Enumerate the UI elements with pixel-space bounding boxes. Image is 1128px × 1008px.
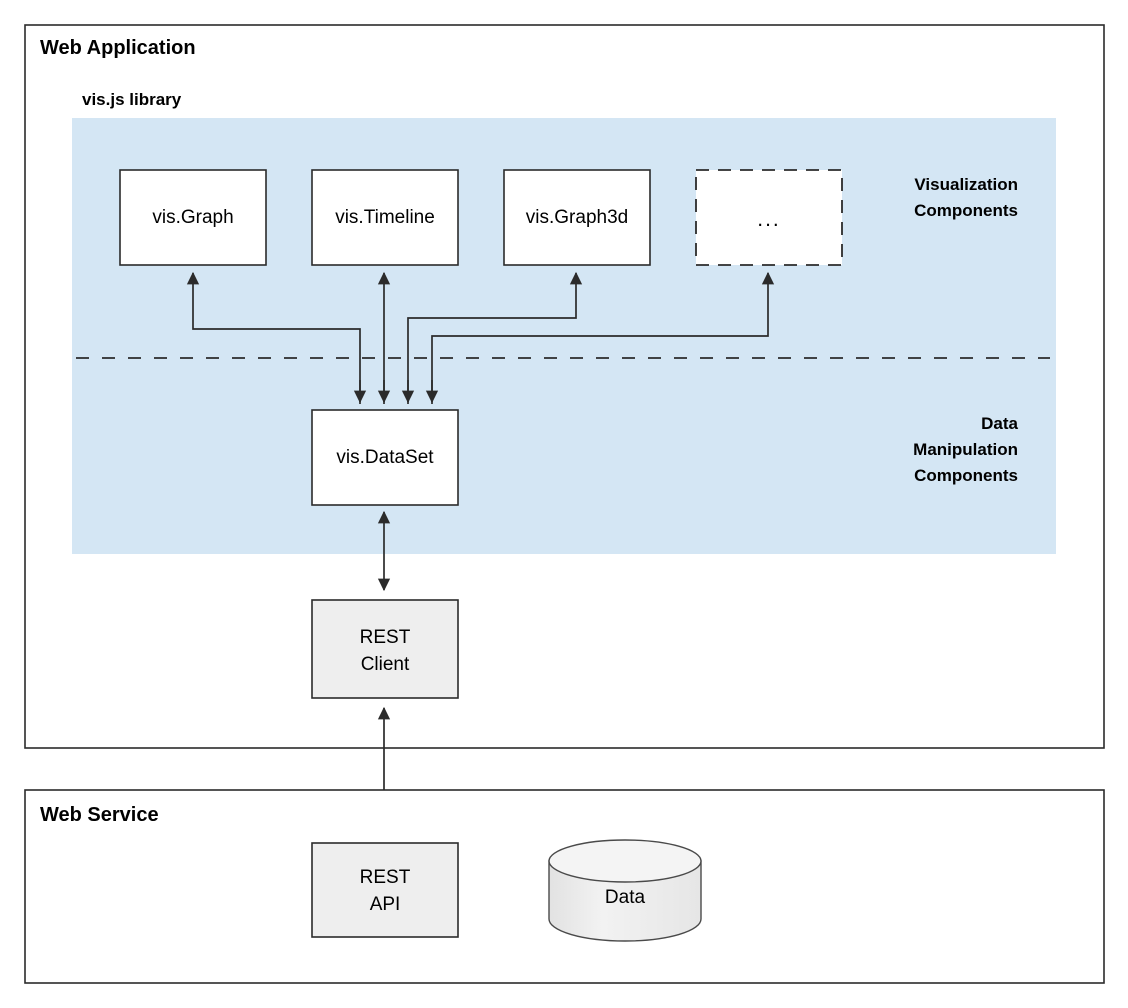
svg-text:Data: Data bbox=[981, 414, 1018, 433]
node-data-store-label: Data bbox=[605, 887, 646, 908]
node-more-components-label: ... bbox=[757, 208, 781, 231]
zone-label-visualization: Visualization Components bbox=[914, 175, 1018, 220]
node-vis-graph3d[interactable]: vis.Graph3d bbox=[503, 169, 651, 266]
node-data-store[interactable]: Data bbox=[548, 839, 702, 942]
node-rest-api-label-line1: REST bbox=[360, 867, 411, 888]
node-vis-graph-label: vis.Graph bbox=[152, 207, 233, 228]
vis-js-library-title: vis.js library bbox=[82, 90, 182, 109]
connector-dataset-to-vis-graph bbox=[186, 271, 361, 404]
node-rest-client-label-line2: Client bbox=[361, 654, 410, 675]
node-more-components[interactable]: ... bbox=[695, 169, 843, 266]
node-vis-timeline-label: vis.Timeline bbox=[335, 207, 435, 228]
zone-label-data-manipulation: Data Manipulation Components bbox=[913, 414, 1018, 485]
node-rest-client-label-line1: REST bbox=[360, 627, 411, 648]
svg-text:Components: Components bbox=[914, 466, 1018, 485]
node-vis-graph3d-label: vis.Graph3d bbox=[526, 207, 628, 228]
node-vis-timeline[interactable]: vis.Timeline bbox=[311, 169, 459, 266]
svg-text:Manipulation: Manipulation bbox=[913, 440, 1018, 459]
node-rest-client[interactable]: REST Client bbox=[311, 599, 459, 699]
connector-dataset-to-vis-graph3d bbox=[407, 271, 583, 404]
svg-text:Components: Components bbox=[914, 201, 1018, 220]
node-vis-dataset[interactable]: vis.DataSet bbox=[311, 409, 459, 506]
node-vis-dataset-label: vis.DataSet bbox=[336, 447, 434, 468]
web-application-title: Web Application bbox=[40, 37, 196, 59]
web-service-title: Web Service bbox=[40, 804, 159, 826]
node-rest-api[interactable]: REST API bbox=[311, 842, 459, 938]
node-rest-api-label-line2: API bbox=[370, 894, 401, 915]
node-vis-graph[interactable]: vis.Graph bbox=[119, 169, 267, 266]
svg-text:Visualization: Visualization bbox=[914, 175, 1018, 194]
connector-dataset-to-more-components bbox=[431, 271, 775, 404]
